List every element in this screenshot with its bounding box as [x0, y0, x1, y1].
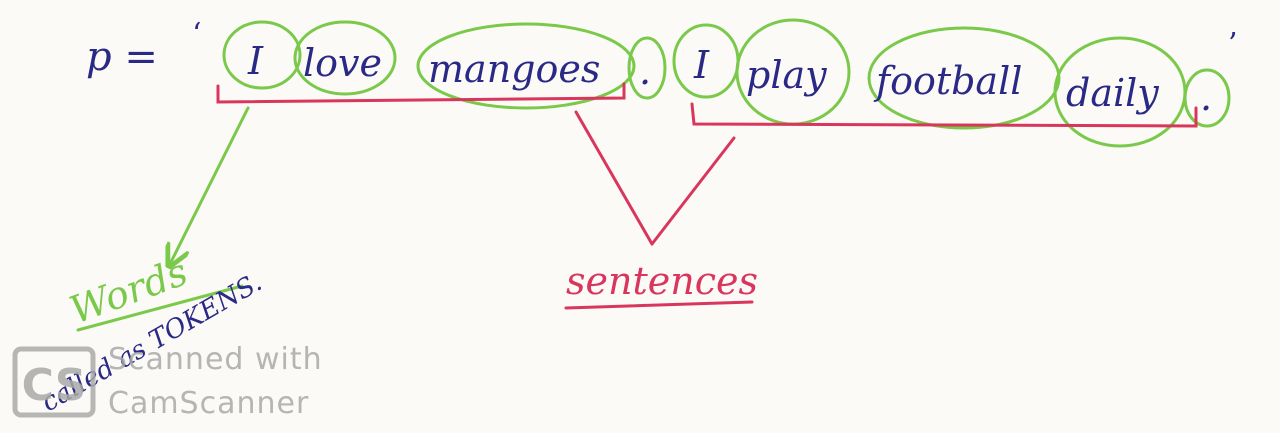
sentence-pointer-right	[650, 136, 736, 246]
token-word-9: .	[1200, 75, 1212, 119]
token-circle-7	[867, 26, 1061, 130]
token-word-6: play	[746, 53, 827, 97]
token-circle-3	[416, 22, 636, 110]
open-quote: ‘	[192, 17, 202, 52]
sentence-bracket-2	[690, 102, 1198, 128]
sentences-label: sentences	[566, 259, 758, 303]
sentence-pointer-left	[574, 110, 654, 246]
camscanner-logo: CS	[12, 346, 96, 418]
token-word-2: love	[303, 41, 382, 85]
paragraph-label: p =	[86, 34, 158, 80]
words-underline	[76, 284, 244, 332]
token-circle-4	[627, 36, 667, 100]
sentence-bracket-1	[216, 82, 626, 104]
sentences-underline	[564, 300, 754, 310]
token-circle-2	[293, 20, 397, 96]
close-quote: ’	[1228, 27, 1238, 62]
watermark-camscanner: CamScanner	[108, 386, 310, 421]
camscanner-logo-text: CS	[22, 360, 87, 411]
token-word-4: .	[639, 49, 651, 93]
token-word-1: I	[247, 39, 264, 83]
token-word-8: daily	[1066, 71, 1159, 115]
token-circle-9	[1183, 68, 1231, 128]
token-word-7: football	[873, 59, 1022, 103]
token-word-3: mangoes	[428, 47, 600, 91]
words-arrow	[170, 106, 250, 264]
token-circle-1	[222, 20, 302, 90]
token-word-5: I	[693, 43, 710, 87]
watermark-scanned-with: Scanned with	[108, 342, 323, 377]
